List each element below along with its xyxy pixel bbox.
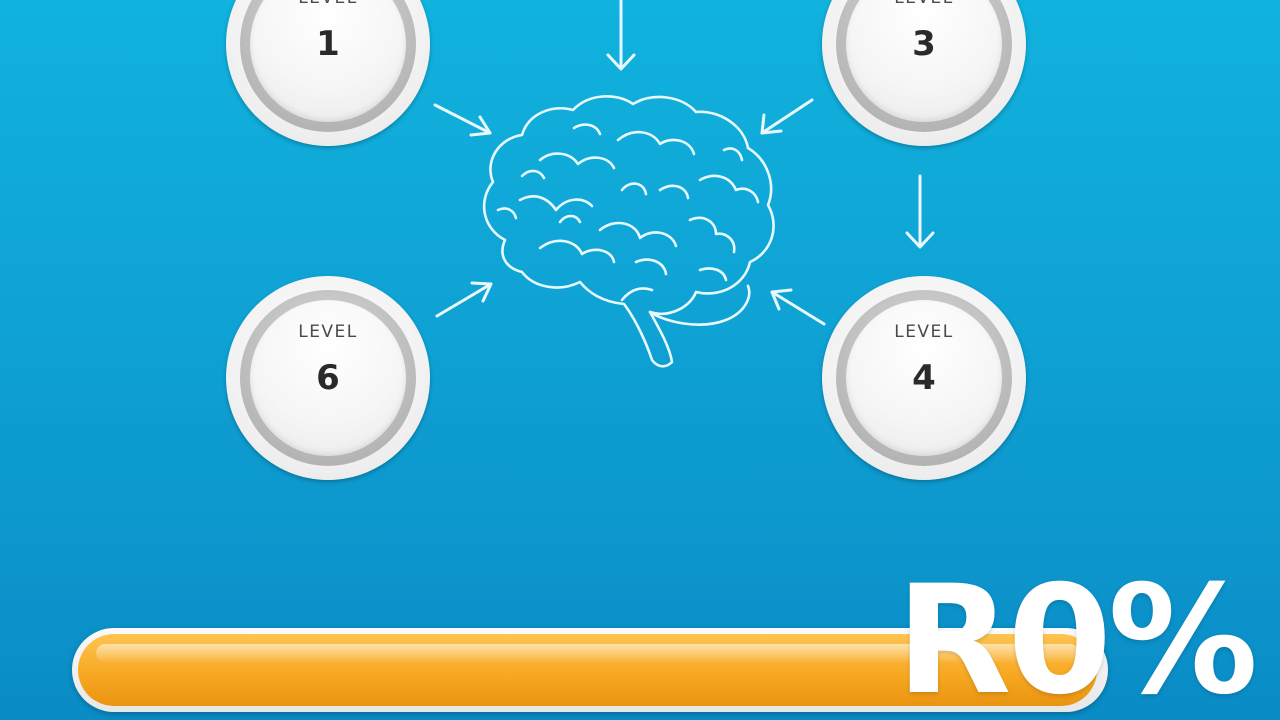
level-badge-1: LEVEL 1	[226, 0, 430, 146]
level-label: LEVEL	[894, 322, 954, 342]
brain-icon	[482, 94, 775, 368]
level-badge-4: LEVEL 4	[822, 276, 1026, 480]
badge-face	[846, 300, 1002, 456]
level-badge-6: LEVEL 6	[226, 276, 430, 480]
connectors-layer	[433, 0, 935, 368]
arrow-icon	[433, 103, 492, 137]
progress-track	[72, 628, 1108, 712]
arrow-icon	[905, 174, 935, 249]
level-number: 3	[912, 24, 936, 64]
arrow-icon	[606, 0, 636, 71]
progress-percent-text: R0%	[896, 554, 1258, 720]
badge-face	[250, 300, 406, 456]
badge-face	[846, 0, 1002, 122]
badge-face	[250, 0, 406, 122]
arrow-icon	[435, 281, 493, 318]
arrow-icon	[760, 98, 814, 135]
level-number: 1	[316, 24, 340, 64]
level-label: LEVEL	[822, 0, 1026, 8]
level-label: LEVEL	[226, 0, 430, 8]
level-number: 6	[316, 358, 340, 398]
progress-fill	[78, 634, 1097, 706]
level-label: LEVEL	[298, 322, 358, 342]
level-number: 4	[912, 358, 936, 398]
progress-gloss	[96, 644, 1079, 662]
arrow-icon	[770, 288, 826, 326]
